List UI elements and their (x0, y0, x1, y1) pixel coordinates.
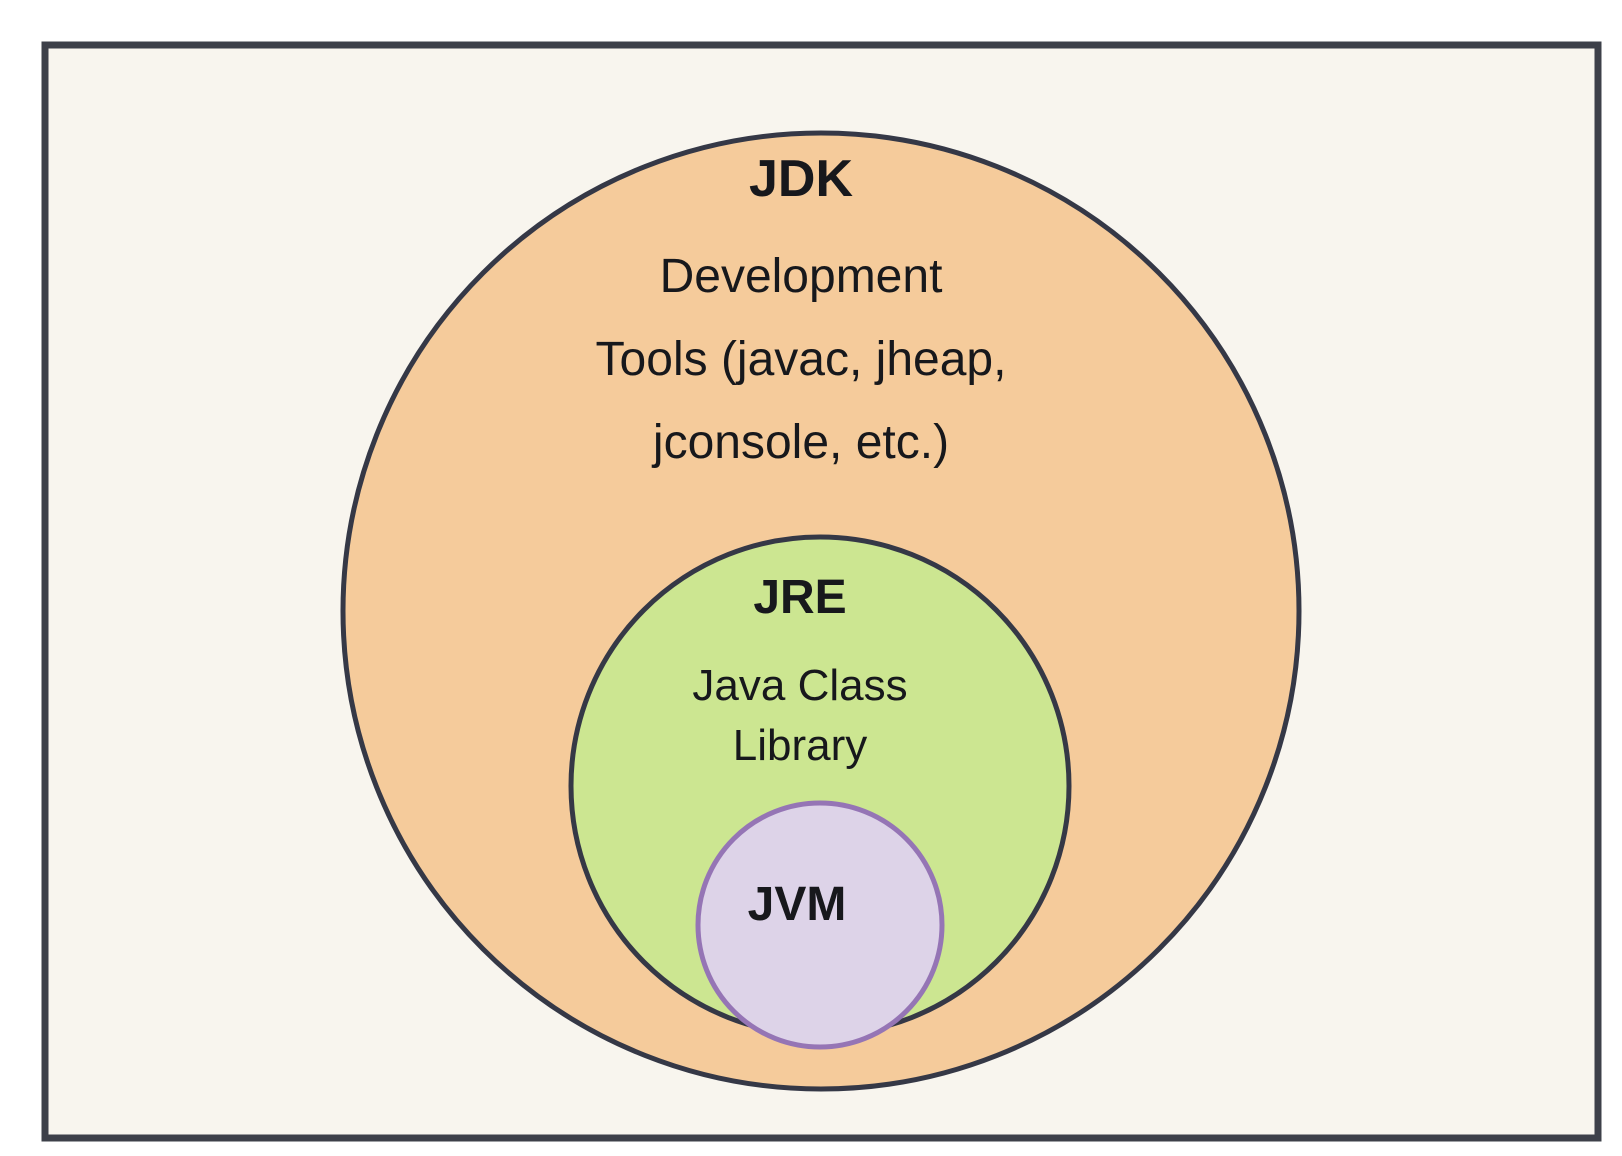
jdk-body-line-1: Development (660, 250, 943, 303)
jvm-circle[interactable] (695, 800, 945, 1050)
jvm-title: JVM (748, 878, 847, 931)
jre-body-line-1: Java Class (692, 661, 907, 710)
jdk-title: JDK (749, 150, 853, 208)
jdk-body-line-3: jconsole, etc.) (651, 416, 949, 469)
jdk-body-line-2: Tools (javac, jheap, (596, 333, 1007, 386)
jre-body-line-2: Library (733, 721, 868, 770)
jvm-layer[interactable]: JVM (695, 800, 945, 1050)
jre-layer[interactable]: JRE Java Class Library (568, 534, 1072, 1038)
jre-title: JRE (753, 571, 846, 624)
